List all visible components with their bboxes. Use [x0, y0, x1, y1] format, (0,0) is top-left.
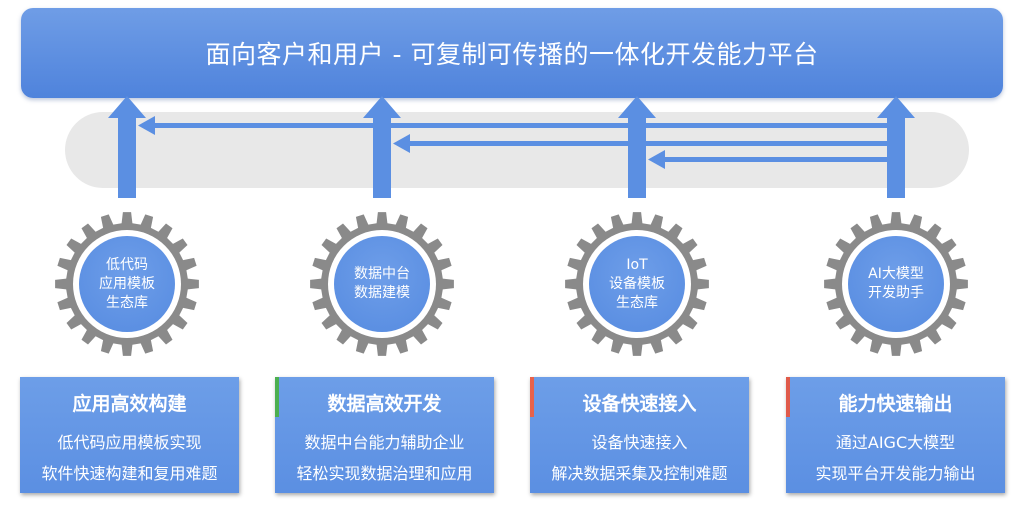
gear-center [334, 236, 430, 332]
card-capability-output: 能力快速输出 通过AIGC大模型 实现平台开发能力输出 [786, 377, 1005, 493]
gear-iot: IoT 设备模板 生态库 [562, 209, 712, 359]
left-arrow-3-head [648, 150, 665, 169]
up-arrow-4 [887, 118, 905, 198]
gear-center [79, 236, 175, 332]
up-arrow-3 [628, 118, 646, 198]
card-app-build: 应用高效构建 低代码应用模板实现 软件快速构建和复用难题 [20, 377, 239, 493]
gear-center [589, 236, 685, 332]
left-arrow-3 [665, 157, 887, 162]
card-line: 轻松实现数据治理和应用 [296, 464, 473, 483]
up-arrow-2-head [363, 96, 401, 118]
card-data-dev: 数据高效开发 数据中台能力辅助企业 轻松实现数据治理和应用 [275, 377, 494, 493]
card-device-access: 设备快速接入 设备快速接入 解决数据采集及控制难题 [530, 377, 749, 493]
gear-icon [55, 212, 199, 356]
gear-data-platform: 数据中台 数据建模 [307, 209, 457, 359]
gear-icon [565, 212, 709, 356]
up-arrow-3-head [618, 96, 656, 118]
gear-label: 数据中台 数据建模 [354, 266, 410, 301]
card-accent [786, 377, 790, 417]
card-line: 数据中台能力辅助企业 [304, 433, 465, 452]
up-arrow-1-head [108, 96, 146, 118]
left-arrow-2-head [393, 134, 410, 153]
card-accent [275, 377, 279, 417]
up-arrow-2 [373, 118, 391, 198]
left-arrow-1-head [138, 116, 155, 135]
card-line: 解决数据采集及控制难题 [551, 464, 728, 483]
gear-center [848, 236, 944, 332]
banner-title: 面向客户和用户 - 可复制可传播的一体化开发能力平台 [205, 40, 819, 69]
gear-label: IoT 设备模板 生态库 [609, 256, 665, 311]
card-line: 低代码应用模板实现 [57, 433, 202, 452]
up-arrow-1 [118, 118, 136, 198]
left-arrow-2 [410, 141, 887, 146]
gear-lowcode: 低代码 应用模板 生态库 [52, 209, 202, 359]
card-title: 应用高效构建 [72, 393, 187, 415]
card-title: 能力快速输出 [838, 393, 953, 415]
gear-label: 低代码 应用模板 生态库 [99, 256, 155, 311]
platform-banner: 面向客户和用户 - 可复制可传播的一体化开发能力平台 [21, 8, 1003, 98]
up-arrow-4-head [877, 96, 915, 118]
card-accent [530, 377, 534, 417]
card-title: 设备快速接入 [582, 393, 697, 415]
card-line: 设备快速接入 [591, 433, 688, 452]
left-arrow-1 [155, 123, 887, 128]
gear-ai: AI大模型 开发助手 [821, 209, 971, 359]
card-line: 软件快速构建和复用难题 [41, 464, 218, 483]
gear-icon [310, 212, 454, 356]
gear-label: AI大模型 开发助手 [868, 266, 924, 301]
gear-icon [824, 212, 968, 356]
card-title: 数据高效开发 [327, 393, 442, 415]
card-line: 通过AIGC大模型 [835, 433, 956, 452]
card-line: 实现平台开发能力输出 [815, 464, 976, 483]
